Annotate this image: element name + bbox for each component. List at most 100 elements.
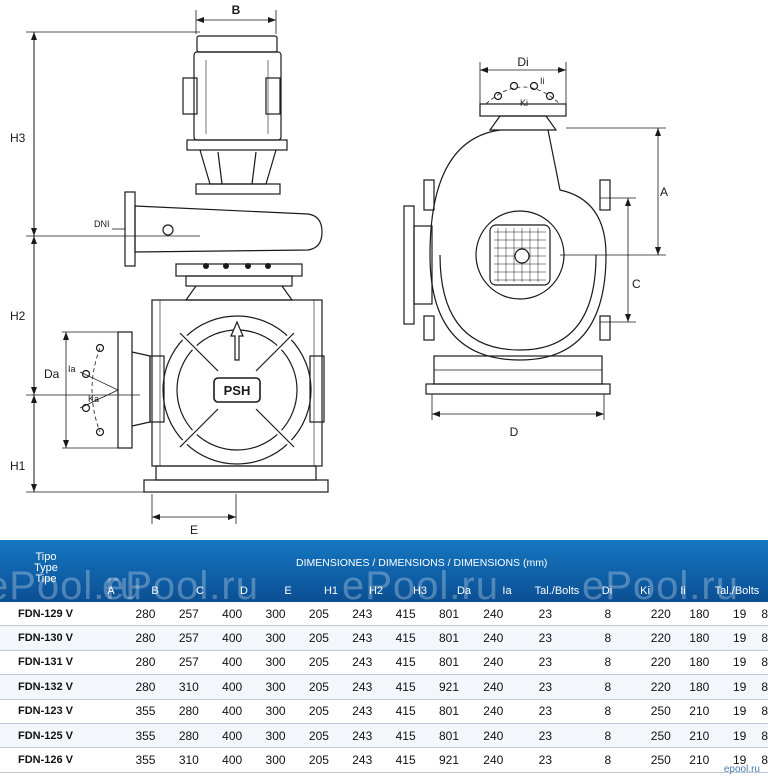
motor-cap-shape xyxy=(196,35,278,53)
side-flange-shape xyxy=(403,205,415,325)
value-cell: 250 xyxy=(641,723,681,749)
value-cell: 400 xyxy=(210,625,254,651)
value-cell: 8 xyxy=(574,650,642,676)
col-header-h2: H2 xyxy=(368,585,384,597)
model-cell: FDN-130 V xyxy=(0,625,95,651)
value-cell: 310 xyxy=(167,747,211,773)
value-cell: 19 xyxy=(718,625,762,651)
value-cell: 220 xyxy=(641,625,681,651)
value-cell: 310 xyxy=(167,674,211,700)
type-header-en: Type xyxy=(34,562,58,574)
value-cell: 180 xyxy=(680,674,719,700)
value-cell: 19 xyxy=(718,747,762,773)
col-header-ii: Ii xyxy=(680,585,686,597)
value-cell: 300 xyxy=(253,747,298,773)
dim-label-h1: H1 xyxy=(10,459,26,473)
value-cell: 8 xyxy=(574,747,642,773)
col-header-ia: Ia xyxy=(502,585,512,597)
value-cell: 19 xyxy=(718,723,762,749)
value-cell: 240 xyxy=(470,650,516,676)
value-cell: 243 xyxy=(340,650,384,676)
model-cell: FDN-123 V xyxy=(0,699,95,724)
value-cell: 205 xyxy=(297,650,341,676)
value-cell: 19 xyxy=(718,602,762,627)
value-cell: 921 xyxy=(427,674,471,700)
volute-casing-shape xyxy=(429,129,607,361)
strainer-logo-plate-shape xyxy=(213,377,261,403)
value-cell: 8 xyxy=(761,723,768,749)
value-cell: 400 xyxy=(210,602,254,627)
value-cell: 8 xyxy=(761,602,768,627)
dimensions-table: ePool.ru ePool.ru ePool.ru ePool.ru Tipo… xyxy=(0,540,768,779)
value-cell: 180 xyxy=(680,625,719,651)
dim-label-d: D xyxy=(510,425,519,439)
dim-label-h3: H3 xyxy=(10,131,26,145)
value-cell: 415 xyxy=(383,699,428,724)
value-cell: 400 xyxy=(210,699,254,724)
col-header-di: Di xyxy=(601,585,613,597)
spacer-cell xyxy=(94,747,124,773)
value-cell: 240 xyxy=(470,674,516,700)
motor-terminal-box-shape xyxy=(182,77,198,115)
value-cell: 240 xyxy=(470,747,516,773)
value-cell: 23 xyxy=(515,747,575,773)
col-header-e: E xyxy=(284,585,292,597)
spacer-cell xyxy=(94,699,124,724)
value-cell: 205 xyxy=(297,747,341,773)
value-cell: 243 xyxy=(340,625,384,651)
model-cell: FDN-131 V xyxy=(0,650,95,676)
value-cell: 400 xyxy=(210,747,254,773)
spacer-cell xyxy=(94,723,124,749)
suction-flange-shape xyxy=(117,331,133,449)
value-cell: 23 xyxy=(515,699,575,724)
value-cell: 801 xyxy=(427,650,471,676)
col-header-c: C xyxy=(196,585,204,597)
svg-text:PSH: PSH xyxy=(224,383,251,398)
value-cell: 243 xyxy=(340,602,384,627)
value-cell: 257 xyxy=(167,625,211,651)
value-cell: 243 xyxy=(340,747,384,773)
value-cell: 280 xyxy=(167,699,211,724)
value-cell: 415 xyxy=(383,625,428,651)
value-cell: 243 xyxy=(340,699,384,724)
spacer-cell xyxy=(94,674,124,700)
value-cell: 300 xyxy=(253,674,298,700)
table-header: ePool.ru ePool.ru ePool.ru ePool.ru Tipo… xyxy=(0,540,768,608)
dim-label-ka: Ka xyxy=(88,394,99,404)
watermark-1: ePool.ru xyxy=(0,564,143,608)
dim-label-ii: Ii xyxy=(540,76,545,86)
value-cell: 205 xyxy=(297,674,341,700)
value-cell: 400 xyxy=(210,674,254,700)
value-cell: 801 xyxy=(427,699,471,724)
value-cell: 415 xyxy=(383,723,428,749)
corner-watermark: epool.ru xyxy=(723,764,760,775)
value-cell: 400 xyxy=(210,723,254,749)
value-cell: 240 xyxy=(470,602,516,627)
value-cell: 355 xyxy=(123,723,168,749)
strainer-cover-shape xyxy=(162,315,312,465)
value-cell: 23 xyxy=(515,723,575,749)
value-cell: 8 xyxy=(574,602,642,627)
dim-label-ia: Ia xyxy=(68,364,76,374)
spacer-cell xyxy=(94,625,124,651)
value-cell: 801 xyxy=(427,625,471,651)
watermark-3: ePool.ru xyxy=(342,564,499,608)
model-cell: FDN-126 V xyxy=(0,747,95,773)
value-cell: 240 xyxy=(470,625,516,651)
discharge-pipe-shape xyxy=(134,205,323,253)
dim-label-c: C xyxy=(632,277,641,291)
watermark-4: ePool.ru xyxy=(582,564,739,608)
discharge-flange-shape xyxy=(124,191,136,267)
col-header-da: Da xyxy=(456,585,472,597)
dim-label-a: A xyxy=(660,185,668,199)
value-cell: 220 xyxy=(641,650,681,676)
dimensions-title: DIMENSIONES / DIMENSIONS / DIMENSIONS (m… xyxy=(296,557,548,569)
value-cell: 243 xyxy=(340,674,384,700)
dim-label-dni: DNI xyxy=(94,219,110,229)
value-cell: 250 xyxy=(641,699,681,724)
dim-label-b: B xyxy=(232,3,241,17)
